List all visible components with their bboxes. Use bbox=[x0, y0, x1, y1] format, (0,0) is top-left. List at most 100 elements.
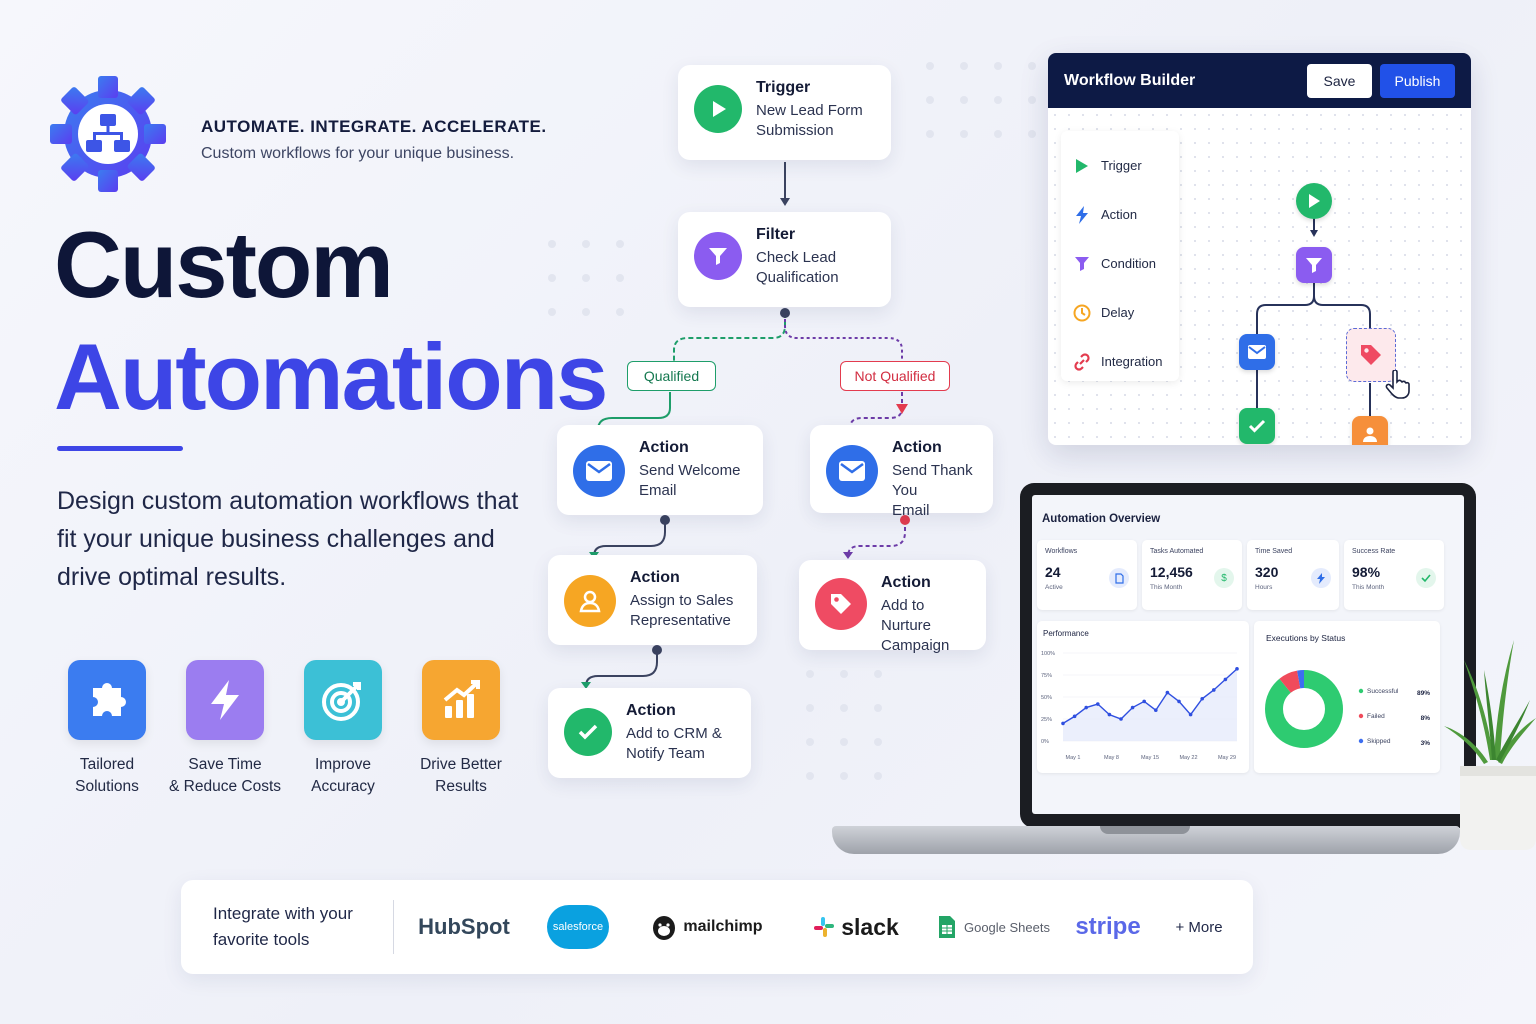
more-integrations-link[interactable]: + More bbox=[1175, 918, 1223, 936]
y-tick-label: 100% bbox=[1041, 651, 1055, 657]
flow-node-nurture-campaign[interactable]: Action Add to Nurture Campaign bbox=[799, 560, 986, 654]
canvas-node-user[interactable] bbox=[1352, 416, 1388, 445]
salesforce-logo[interactable]: salesforce bbox=[534, 905, 622, 949]
slack-logo[interactable]: slack bbox=[792, 914, 920, 941]
integrations-label: Integrate with your favorite tools bbox=[213, 904, 353, 949]
palette-item-delay[interactable]: Delay bbox=[1073, 288, 1167, 337]
node-description: Send Thank You Email bbox=[892, 462, 973, 519]
dollar-icon: $ bbox=[1214, 568, 1234, 588]
data-point bbox=[1119, 717, 1123, 721]
canvas-node-trigger[interactable] bbox=[1296, 183, 1332, 219]
palette-item-label: Action bbox=[1101, 207, 1138, 222]
feature-accuracy: Improve Accuracy bbox=[284, 660, 402, 798]
branch-label-not-qualified: Not Qualified bbox=[840, 361, 950, 391]
y-tick-label: 75% bbox=[1041, 673, 1052, 679]
palette-item-condition[interactable]: Condition bbox=[1073, 239, 1167, 288]
data-point bbox=[1212, 688, 1216, 692]
mailchimp-logo[interactable]: mailchimp bbox=[622, 913, 792, 941]
legend-label: Successful bbox=[1367, 688, 1399, 695]
node-description: Check Lead Qualification bbox=[756, 249, 839, 286]
stat-sub: Active bbox=[1045, 584, 1063, 591]
legend-swatch bbox=[1358, 738, 1364, 744]
slack-hash-icon bbox=[814, 917, 835, 937]
divider bbox=[393, 900, 394, 954]
stat-label: Tasks Automated bbox=[1150, 548, 1204, 555]
stat-card-workflows[interactable]: Workflows 24 Active bbox=[1037, 540, 1137, 610]
stripe-logo[interactable]: stripe bbox=[1068, 913, 1148, 941]
feature-label: Tailored Solutions bbox=[75, 756, 139, 795]
legend-swatch bbox=[1358, 713, 1364, 719]
stat-value: 320 bbox=[1255, 564, 1279, 580]
canvas-node-condition[interactable] bbox=[1296, 247, 1332, 283]
canvas-node-check[interactable] bbox=[1239, 408, 1275, 444]
tagline: AUTOMATE. INTEGRATE. ACCELERATE. bbox=[201, 117, 547, 136]
legend-value: 89% bbox=[1417, 690, 1430, 697]
canvas-node-tag-selected[interactable] bbox=[1346, 328, 1396, 382]
y-tick-label: 50% bbox=[1041, 695, 1052, 701]
workflow-builder-title: Workflow Builder bbox=[1064, 71, 1196, 89]
x-tick-label: May 8 bbox=[1104, 755, 1119, 761]
filter-icon bbox=[694, 232, 742, 280]
series-area bbox=[1063, 668, 1237, 741]
palette-item-action[interactable]: Action bbox=[1073, 190, 1167, 239]
legend-swatch bbox=[1358, 688, 1364, 694]
puzzle-icon bbox=[68, 660, 146, 740]
node-palette: Trigger Action Condition Delay Integrati… bbox=[1061, 131, 1179, 381]
save-button[interactable]: Save bbox=[1307, 63, 1372, 98]
filter-icon bbox=[1073, 255, 1091, 273]
executions-title: Executions by Status bbox=[1266, 633, 1346, 643]
flow-node-trigger[interactable]: Trigger New Lead Form Submission bbox=[678, 65, 891, 160]
stat-value: 24 bbox=[1045, 564, 1061, 580]
stat-label: Success Rate bbox=[1352, 548, 1396, 555]
laptop-screen: Automation Overview Workflows 24 Active … bbox=[1020, 483, 1476, 828]
stat-card-success-rate[interactable]: Success Rate 98% This Month bbox=[1344, 540, 1444, 610]
stat-card-tasks[interactable]: Tasks Automated 12,456 This Month $ bbox=[1142, 540, 1242, 610]
target-icon bbox=[304, 660, 382, 740]
node-title: Action bbox=[639, 439, 689, 456]
flow-node-send-welcome[interactable]: Action Send Welcome Email bbox=[557, 425, 763, 515]
link-icon bbox=[1073, 352, 1091, 371]
play-icon bbox=[1073, 157, 1091, 175]
palette-item-trigger[interactable]: Trigger bbox=[1073, 141, 1167, 190]
stat-label: Workflows bbox=[1045, 548, 1078, 555]
google-sheets-icon bbox=[938, 916, 955, 938]
flow-node-assign-sales[interactable]: Action Assign to Sales Representative bbox=[548, 555, 757, 645]
flow-node-send-thank-you[interactable]: Action Send Thank You Email bbox=[810, 425, 993, 519]
stat-sub: This Month bbox=[1352, 584, 1385, 591]
palette-item-integration[interactable]: Integration bbox=[1073, 337, 1167, 386]
branch-label-qualified: Qualified bbox=[627, 361, 716, 391]
canvas-node-email[interactable] bbox=[1239, 334, 1275, 370]
node-description: New Lead Form Submission bbox=[756, 102, 863, 139]
user-icon bbox=[1363, 427, 1377, 442]
hubspot-logo[interactable]: HubSpot bbox=[394, 914, 534, 940]
flow-node-filter[interactable]: Filter Check Lead Qualification bbox=[678, 212, 891, 307]
performance-title: Performance bbox=[1043, 629, 1089, 638]
dashboard-title: Automation Overview bbox=[1042, 513, 1161, 525]
data-point bbox=[1130, 705, 1135, 710]
data-point bbox=[1061, 721, 1065, 726]
hand-cursor-icon bbox=[1385, 370, 1410, 399]
stat-sub: Hours bbox=[1255, 584, 1273, 591]
x-tick-label: May 1 bbox=[1066, 755, 1081, 761]
user-icon bbox=[564, 575, 616, 627]
x-tick-label: May 22 bbox=[1179, 755, 1197, 761]
data-point bbox=[1142, 699, 1146, 704]
node-description: Add to CRM & Notify Team bbox=[626, 725, 722, 762]
workflow-canvas[interactable]: Trigger Action Condition Delay Integrati… bbox=[1048, 108, 1471, 445]
flow-node-add-crm[interactable]: Action Add to CRM & Notify Team bbox=[548, 688, 751, 778]
legend-value: 8% bbox=[1421, 715, 1431, 722]
canvas-connectors bbox=[1256, 218, 1371, 416]
dots-decoration bbox=[548, 240, 624, 316]
data-point bbox=[1223, 677, 1228, 682]
google-sheets-logo[interactable]: Google Sheets bbox=[920, 915, 1068, 939]
stat-card-time-saved[interactable]: Time Saved 320 Hours bbox=[1247, 540, 1339, 610]
palette-item-label: Integration bbox=[1101, 354, 1163, 369]
feature-save-time: Save Time & Reduce Costs bbox=[166, 660, 284, 798]
hero-description: Design custom automation workflows that … bbox=[57, 487, 519, 591]
y-tick-label: 25% bbox=[1041, 717, 1052, 723]
check-icon bbox=[1416, 568, 1436, 588]
hero-title-line1: Custom bbox=[54, 212, 394, 317]
data-point bbox=[1200, 696, 1204, 701]
publish-button[interactable]: Publish bbox=[1380, 63, 1455, 98]
